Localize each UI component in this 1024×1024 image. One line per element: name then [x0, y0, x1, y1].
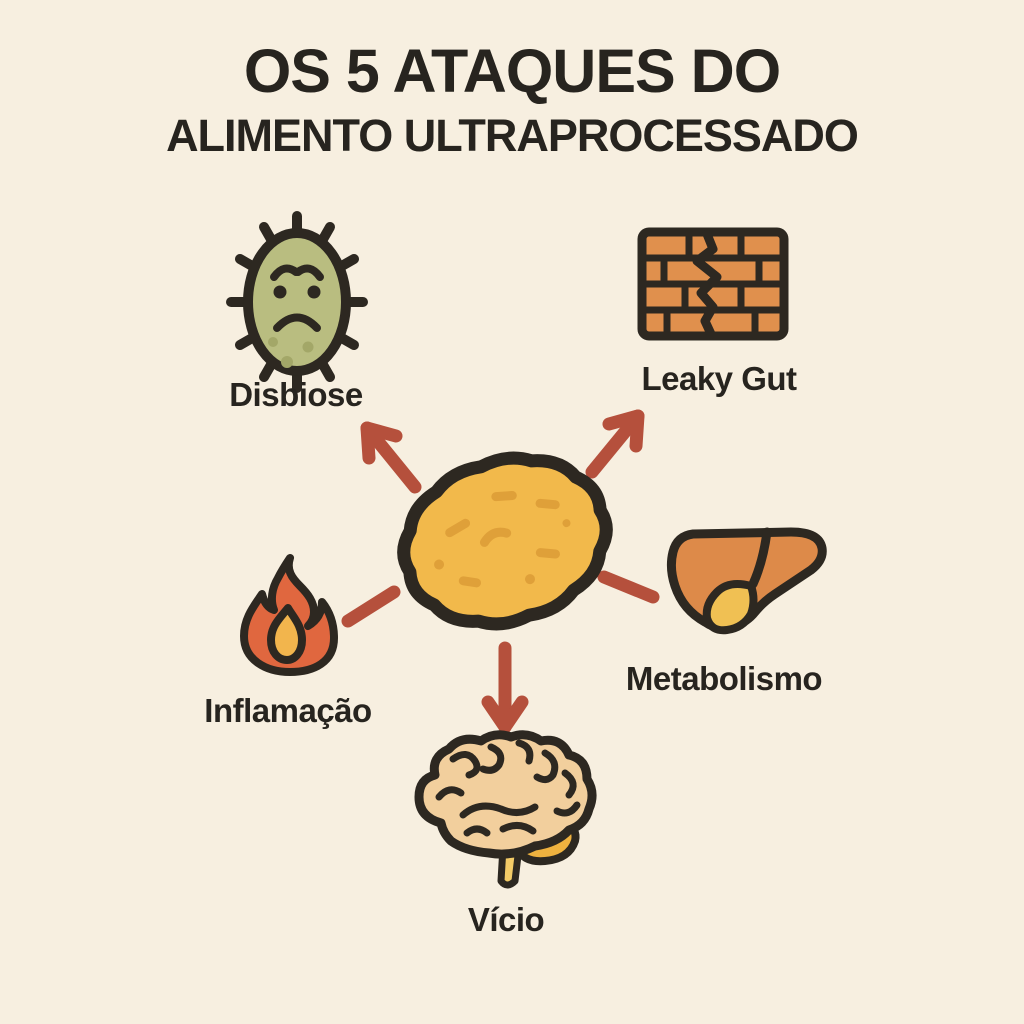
segment-right-icon [597, 570, 660, 604]
label-inflamacao: Inflamação [204, 692, 372, 729]
brain-icon [414, 730, 597, 889]
chicken-nugget-icon [397, 451, 613, 631]
title-line-1: OS 5 ATAQUES DO [243, 37, 781, 105]
liver-icon [666, 527, 827, 635]
arrow-down-icon [481, 641, 529, 734]
arrow-up-right-icon [585, 409, 645, 479]
arrow-up-left-icon [360, 421, 422, 494]
label-disbiose: Disbiose [229, 376, 363, 413]
label-metabolismo: Metabolismo [625, 660, 823, 697]
label-vicio: Vício [467, 901, 545, 938]
bacteria-icon [226, 211, 368, 393]
title-line-2: ALIMENTO ULTRAPROCESSADO [166, 110, 859, 161]
segment-left-icon [341, 585, 401, 628]
cracked-brick-wall-icon [637, 227, 789, 341]
label-leaky-gut: Leaky Gut [641, 360, 797, 397]
flame-icon [240, 554, 338, 676]
